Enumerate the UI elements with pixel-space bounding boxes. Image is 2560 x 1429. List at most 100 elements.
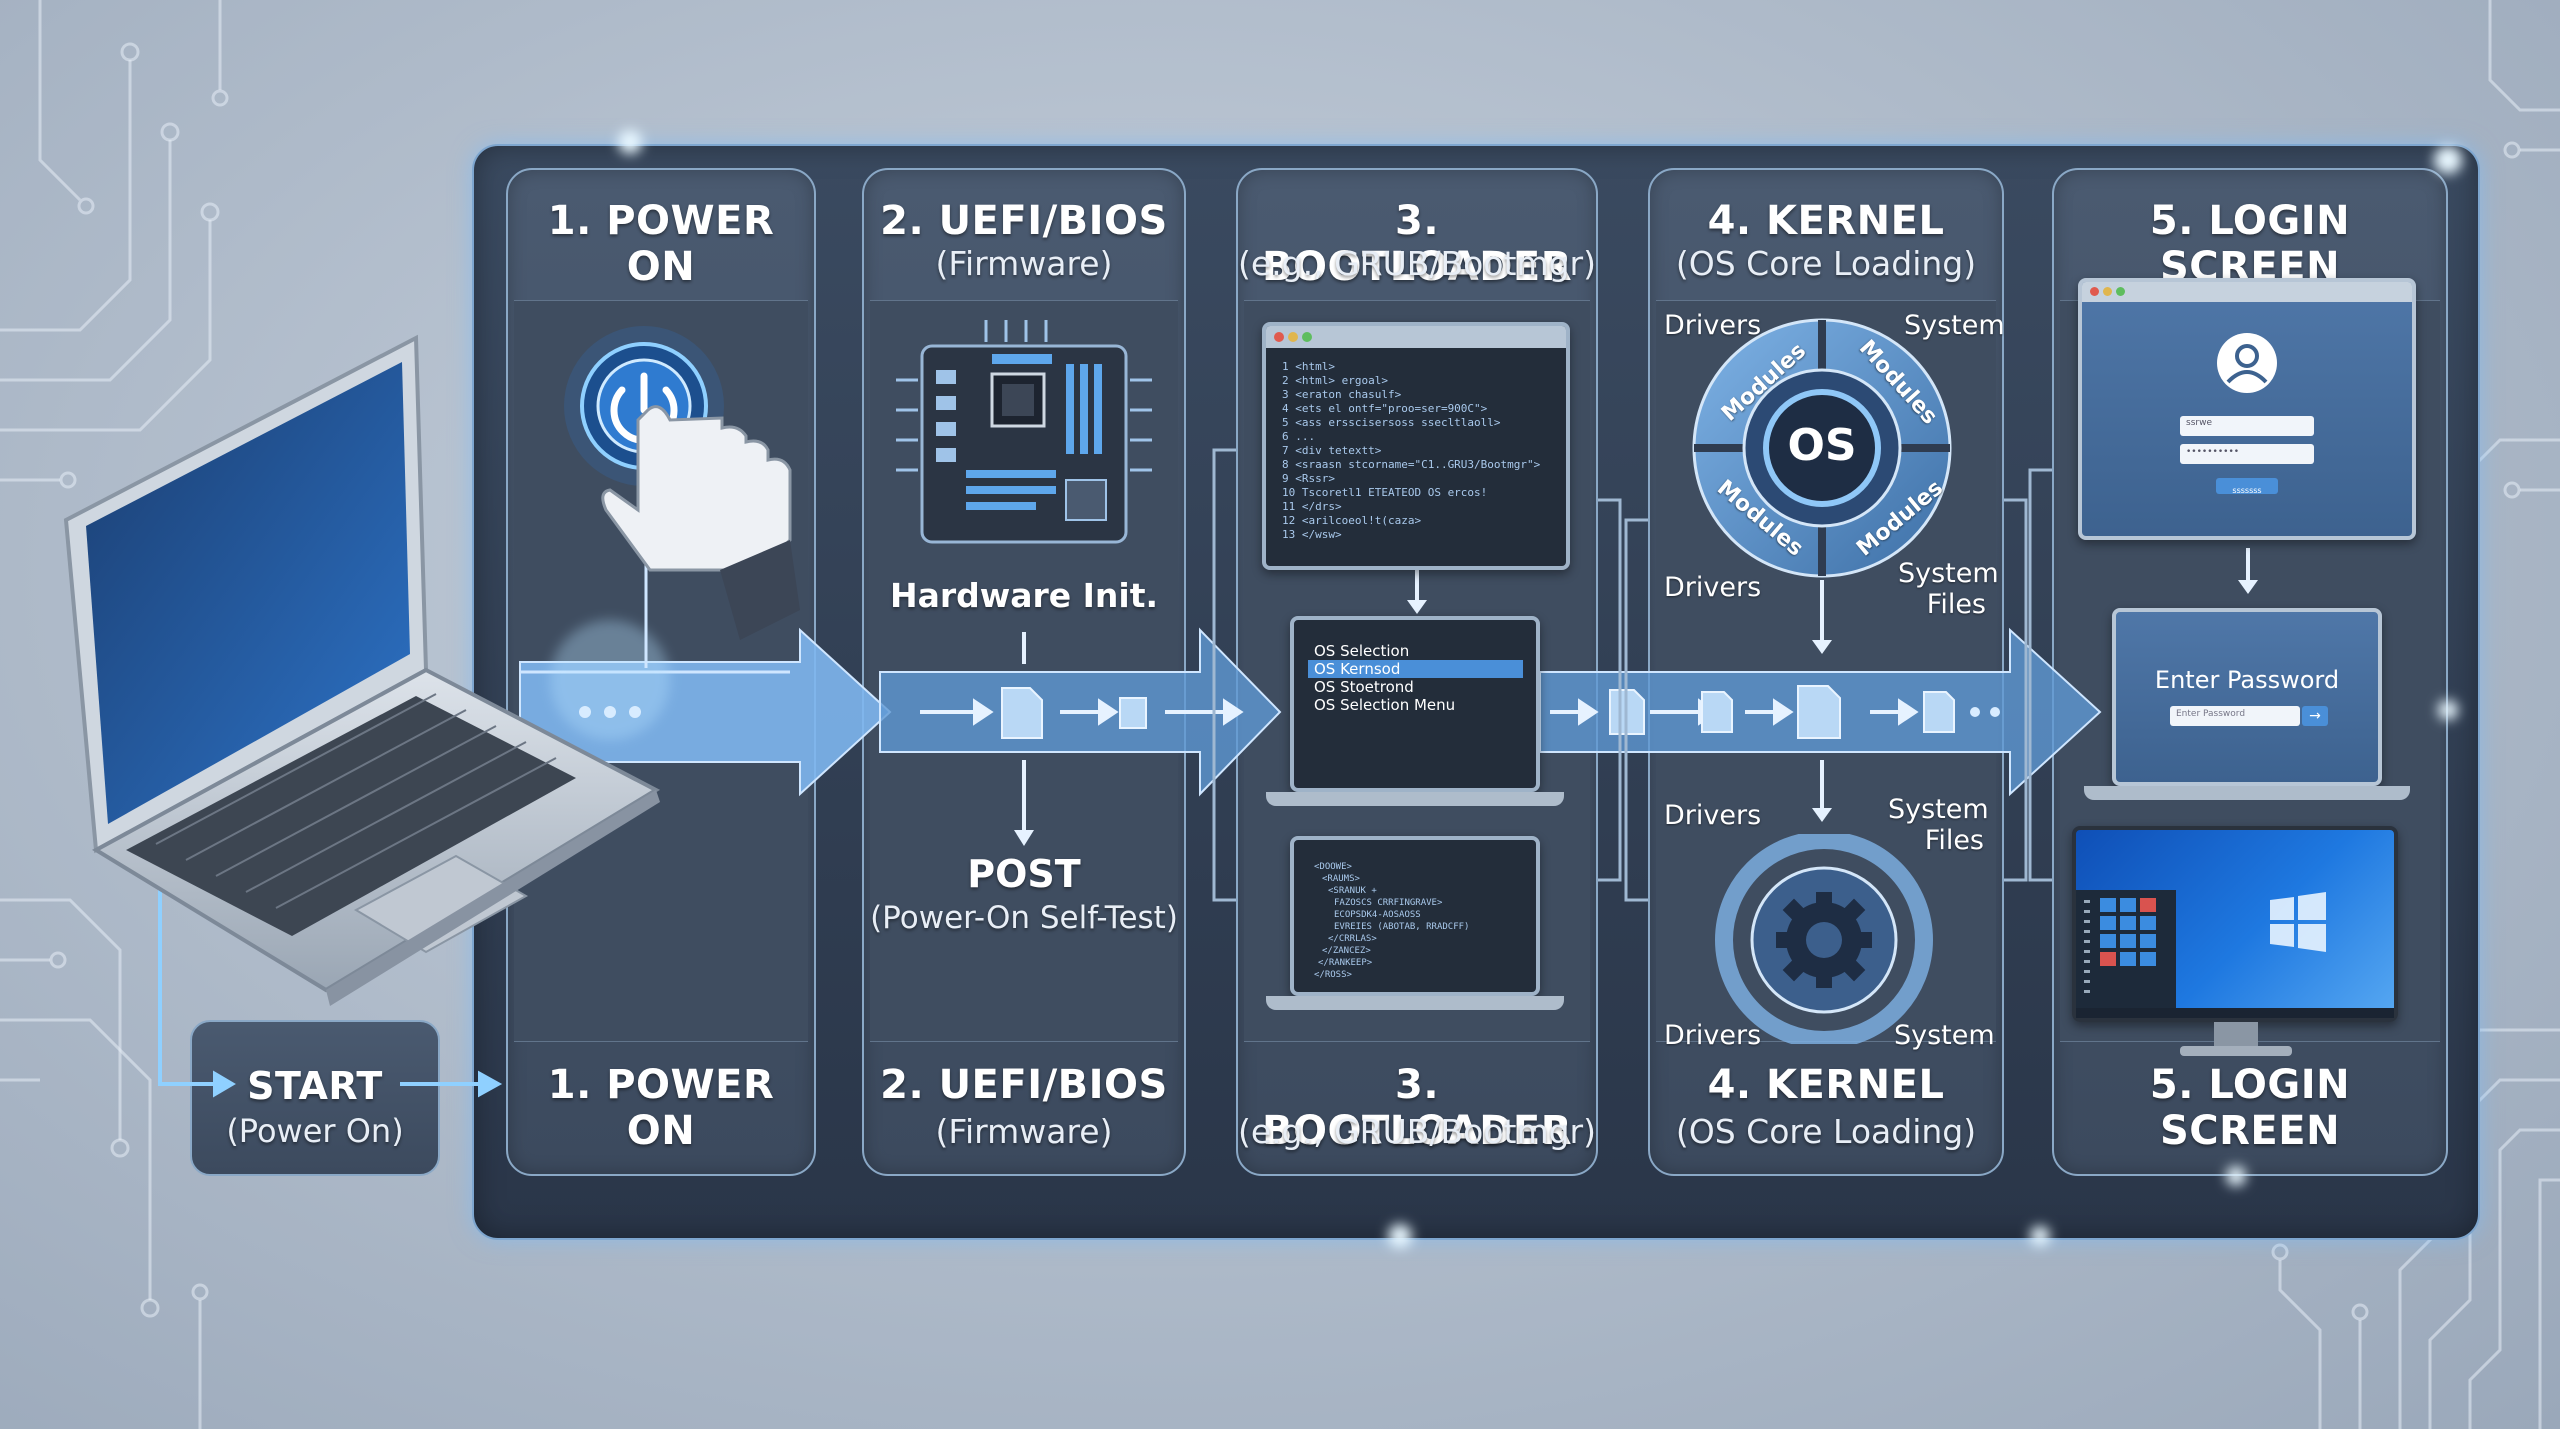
window-titlebar bbox=[1266, 326, 1566, 348]
start-menu-tile bbox=[2120, 898, 2136, 912]
user-avatar-icon bbox=[2217, 333, 2277, 393]
step-subtitle: (Firmware) bbox=[935, 244, 1113, 283]
code-line: </RANKEEP> bbox=[1318, 958, 1373, 968]
desktop-monitor-screen bbox=[2072, 826, 2398, 1022]
code-line: EVREIES (ABOTAB, RRADCFF) bbox=[1334, 922, 1470, 932]
system-label: System bbox=[1894, 1020, 1995, 1051]
window-minimize-dot bbox=[2103, 287, 2112, 296]
monitor-stand-base bbox=[2180, 1046, 2292, 1056]
step-bottom-subtitle: (OS Core Loading) bbox=[1675, 1112, 1977, 1151]
motherboard-icon bbox=[896, 320, 1152, 544]
os-selection-menu-screen: OS Selection OS Kernsod OS Stoetrond OS … bbox=[1290, 616, 1540, 792]
enter-password-input[interactable]: Enter Password bbox=[2170, 706, 2300, 726]
start-title: START bbox=[247, 1064, 383, 1108]
login-window: ssrwe •••••••••• sssssss bbox=[2078, 278, 2416, 540]
start-menu-tile bbox=[2120, 952, 2136, 966]
window-close-dot bbox=[2090, 287, 2099, 296]
code-line: 1 <html> bbox=[1282, 360, 1335, 373]
post-title: POST bbox=[967, 852, 1081, 896]
code-line: 7 <div tetextt> bbox=[1282, 444, 1382, 457]
system-label: System bbox=[1904, 310, 2005, 341]
login-button[interactable]: sssssss bbox=[2216, 478, 2278, 495]
login-button-label: sssssss bbox=[2232, 486, 2262, 495]
start-menu-panel bbox=[2076, 890, 2176, 1016]
step-subtitle: (OS Core Loading) bbox=[1675, 244, 1977, 283]
code-line: 4 <ets el ontf="proo=ser=900C"> bbox=[1282, 402, 1488, 415]
code-line: 12 <arilcoeol!t(caza> bbox=[1282, 514, 1422, 527]
taskbar bbox=[2076, 1008, 2394, 1018]
step-bottom-title: 4. KERNEL bbox=[1707, 1062, 1945, 1108]
code-line: 5 <ass ersscisersoss ssecltlaoll> bbox=[1282, 416, 1501, 429]
kernel-gear-icon bbox=[1715, 834, 1933, 1044]
os-modules-wheel-icon bbox=[1692, 318, 1952, 578]
submit-arrow-button[interactable]: → bbox=[2302, 706, 2328, 726]
username-input-text: ssrwe bbox=[2186, 418, 2212, 428]
drivers-label: Drivers bbox=[1664, 800, 1762, 831]
laptop-base bbox=[1266, 996, 1564, 1010]
password-input-mask: •••••••••• bbox=[2186, 447, 2240, 457]
code-line: </ROSS> bbox=[1314, 970, 1352, 980]
code-line: 2 <html> ergoal> bbox=[1282, 374, 1388, 387]
start-menu-tile bbox=[2120, 934, 2136, 948]
code-line: FAZOSCS CRRFINGRAVE> bbox=[1334, 898, 1443, 908]
code-line: </CRRLAS> bbox=[1328, 934, 1377, 944]
step-title: 1. POWER ON bbox=[547, 198, 775, 290]
step-title: 4. KERNEL bbox=[1707, 198, 1945, 244]
enter-password-placeholder: Enter Password bbox=[2176, 709, 2246, 719]
code-line: 11 </drs> bbox=[1282, 500, 1342, 513]
bootloader-config-screen: <DOOWE> <RAUMS> <SRANUK + FAZOSCS CRRFIN… bbox=[1290, 836, 1540, 996]
step-bottom-subtitle: (e.g., GRUB/Bootmgr) bbox=[1238, 1112, 1596, 1151]
drivers-label: Drivers bbox=[1664, 310, 1762, 341]
menu-item: OS Selection bbox=[1314, 642, 1410, 660]
bootloader-code-window: 1 <html> 2 <html> ergoal> 3 <eraton chas… bbox=[1262, 322, 1570, 570]
drivers-label: Drivers bbox=[1664, 572, 1762, 603]
password-input[interactable]: •••••••••• bbox=[2180, 444, 2314, 464]
os-core-label: OS bbox=[1787, 420, 1857, 471]
step-title: 3. BOOTLOADER bbox=[1261, 198, 1573, 290]
laptop-base bbox=[1266, 792, 1564, 806]
start-menu-tile bbox=[2140, 934, 2156, 948]
start-menu-tile bbox=[2120, 916, 2136, 930]
code-line: 6 ... bbox=[1282, 430, 1316, 443]
start-menu-tile bbox=[2100, 952, 2116, 966]
step-bottom-title: 1. POWER ON bbox=[547, 1062, 775, 1154]
code-line: </ZANCEZ> bbox=[1322, 946, 1371, 956]
step-bottom-title: 3. BOOTLOADER bbox=[1261, 1062, 1573, 1154]
system-files-label: System Files bbox=[1898, 558, 1999, 620]
code-line: 8 <sraasn stcorname="C1..GRU3/Bootmgr"> bbox=[1282, 458, 1541, 471]
post-subtitle: (Power-On Self-Test) bbox=[870, 900, 1178, 936]
step-bottom-subtitle: (Firmware) bbox=[935, 1112, 1113, 1151]
start-menu-tile bbox=[2100, 898, 2116, 912]
window-maximize-dot bbox=[1302, 332, 1312, 342]
code-line: ECOPSDK4-AOSAOSS bbox=[1334, 910, 1421, 920]
code-line: 13 </wsw> bbox=[1282, 528, 1342, 541]
enter-password-title: Enter Password bbox=[2154, 666, 2340, 694]
laptop-icon bbox=[63, 334, 661, 1006]
start-box: START (Power On) bbox=[190, 1020, 440, 1176]
menu-item: OS Selection Menu bbox=[1314, 696, 1456, 714]
code-line: <RAUMS> bbox=[1322, 874, 1360, 884]
hardware-init-label: Hardware Init. bbox=[889, 576, 1159, 615]
system-files-label: System Files bbox=[1888, 794, 1989, 856]
start-subtitle: (Power On) bbox=[226, 1112, 404, 1150]
code-line: 9 <Rssr> bbox=[1282, 472, 1335, 485]
menu-item: OS Stoetrond bbox=[1314, 678, 1414, 696]
start-menu-tile bbox=[2140, 916, 2156, 930]
window-maximize-dot bbox=[2116, 287, 2125, 296]
menu-item-selected: OS Kernsod bbox=[1308, 660, 1523, 678]
start-menu-tile bbox=[2100, 934, 2116, 948]
enter-password-screen: Enter Password Enter Password → bbox=[2112, 608, 2382, 786]
arrow-right-icon: → bbox=[2309, 708, 2321, 724]
start-menu-tile bbox=[2100, 916, 2116, 930]
username-input[interactable]: ssrwe bbox=[2180, 416, 2314, 436]
step-bottom-title: 5. LOGIN SCREEN bbox=[2149, 1062, 2351, 1154]
drivers-label: Drivers bbox=[1664, 1020, 1762, 1051]
code-line: 10 Tscoretl1 ETEATEOD OS ercos! bbox=[1282, 486, 1488, 499]
start-menu-tile bbox=[2140, 952, 2156, 966]
window-close-dot bbox=[1274, 332, 1284, 342]
step-bottom-title: 2. UEFI/BIOS bbox=[880, 1062, 1168, 1108]
laptop-base bbox=[2084, 786, 2410, 800]
code-line: 3 <eraton chasulf> bbox=[1282, 388, 1402, 401]
start-menu-tile bbox=[2140, 898, 2156, 912]
